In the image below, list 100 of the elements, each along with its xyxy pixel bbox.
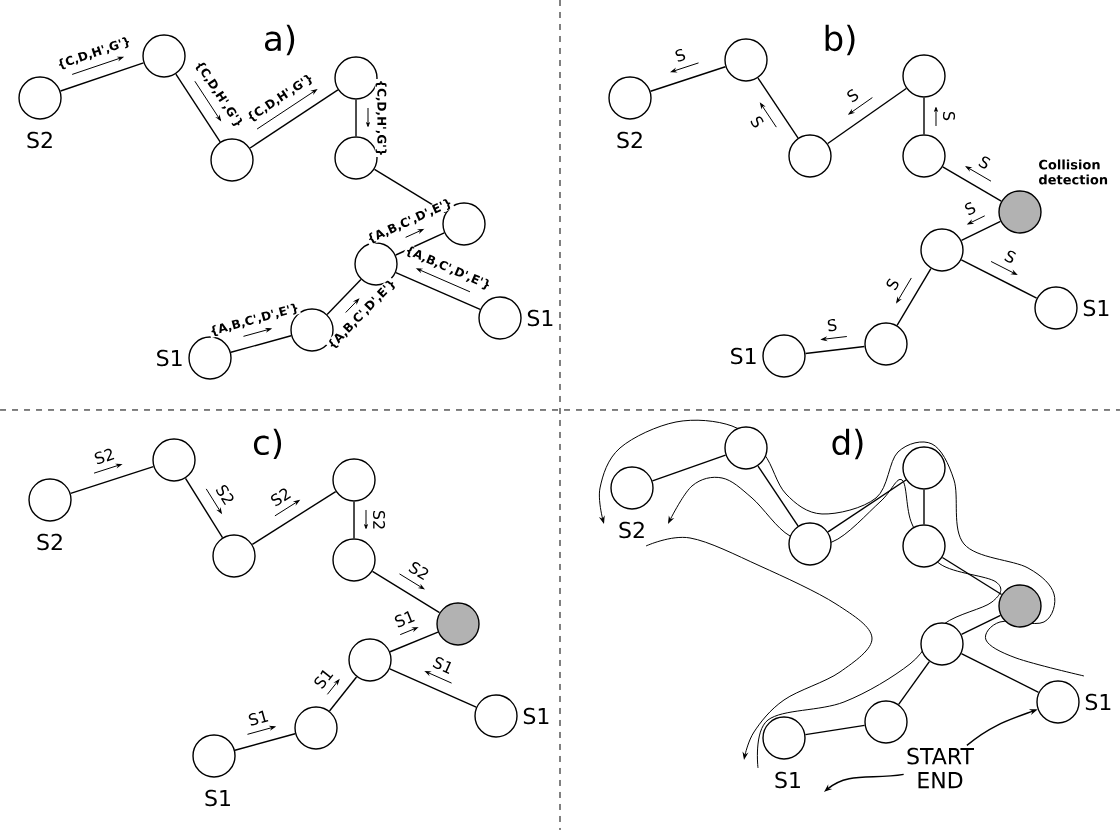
edge-label: S: [962, 200, 979, 217]
tree-node-circle: [902, 446, 946, 490]
edge-label: S: [976, 153, 993, 171]
connector-line: [804, 345, 866, 355]
connector-line: [923, 489, 925, 525]
tree-node-circle: [1034, 286, 1078, 330]
connector-line: [649, 66, 727, 92]
tree-node-circle: [212, 534, 256, 578]
connector-line: [69, 465, 155, 494]
tree-node-circle: [332, 458, 376, 502]
tree-node-circle: [1036, 680, 1080, 724]
node-label: S2: [617, 131, 642, 149]
edge-label: S2: [213, 482, 237, 508]
connector-line: [175, 73, 221, 143]
node-label: S1: [205, 789, 230, 807]
tree-node-circle: [28, 478, 72, 522]
connector-line: [371, 570, 441, 614]
tree-node-circle: [902, 134, 946, 178]
tree-node-circle: [142, 34, 186, 78]
node-label: S1: [775, 771, 800, 789]
panel-letter: c): [253, 428, 282, 460]
node-label: S1: [527, 309, 553, 327]
edge-label: S: [748, 113, 766, 131]
edge-label: S1: [311, 665, 336, 691]
tree-node-circle: [474, 694, 518, 738]
tree-node-circle: [724, 38, 768, 82]
connector-line: [328, 676, 358, 712]
tree-node-circle: [788, 522, 832, 566]
tree-node-circle: [762, 716, 806, 760]
connector-line: [757, 77, 799, 139]
tree-node-circle: [864, 700, 908, 744]
node-label: S1: [1085, 693, 1111, 711]
edge-label: S: [1002, 248, 1019, 266]
node-label: S2: [619, 521, 644, 539]
node-label: S1: [523, 707, 549, 725]
connector-line: [326, 278, 362, 316]
connector-line: [960, 614, 1002, 636]
tree-node-circle: [334, 56, 378, 100]
tree-node-circle: [188, 336, 232, 380]
tree-node-circle: [334, 136, 378, 180]
connector-line: [941, 556, 1003, 596]
connector-line: [373, 168, 447, 214]
connector-line: [960, 652, 1040, 693]
tree-node-circle: [920, 228, 964, 272]
connector-line: [395, 271, 481, 310]
connector-line: [804, 724, 866, 736]
connector-line: [234, 733, 296, 751]
connector-line: [960, 220, 1002, 242]
tree-node-circle: [294, 706, 338, 750]
tree-node-circle: [762, 334, 806, 378]
connector-line: [960, 259, 1038, 299]
connector-line: [59, 62, 145, 92]
connector-line: [942, 166, 1002, 202]
panel-letter: a): [265, 24, 295, 56]
tree-node-circle: [152, 438, 196, 482]
connector-line: [827, 479, 907, 533]
edge-label: S2: [372, 509, 386, 531]
connector-line: [249, 89, 339, 149]
connector-line: [651, 454, 727, 482]
edge-label: S1: [430, 654, 456, 676]
tree-node-circle: [332, 538, 376, 582]
edge-label: S2: [406, 559, 432, 582]
tree-node-circle: [610, 466, 654, 510]
node-text: START END: [907, 747, 974, 789]
connector-line: [389, 668, 477, 708]
tree-node-circle: [192, 734, 236, 778]
edge-label: S2: [268, 485, 294, 509]
connector-line: [389, 631, 439, 653]
node-label: S1: [731, 347, 756, 365]
connector-line: [757, 465, 799, 527]
tree-node-circle: [998, 584, 1042, 628]
connector-line: [184, 477, 224, 539]
panel-letter: b): [825, 24, 855, 56]
tree-node-circle: [608, 76, 652, 120]
tree-node-circle: [210, 138, 254, 182]
connector-line: [251, 490, 337, 546]
edge-label: S1: [246, 708, 271, 728]
connector-line: [923, 97, 925, 135]
connector-line: [827, 87, 907, 145]
connector-line: [896, 267, 932, 327]
node-label: S1: [157, 349, 182, 367]
tree-node-circle: [902, 524, 946, 568]
tree-node-circle: [788, 134, 832, 178]
tree-node-circle: [348, 638, 392, 682]
tree-node-circle: [998, 190, 1042, 234]
edge-label: S2: [92, 446, 117, 466]
tree-node-circle: [436, 602, 480, 646]
node-label: S2: [37, 533, 62, 551]
edge-label: S: [825, 317, 839, 333]
tree-node-circle: [920, 622, 964, 666]
node-label: S2: [27, 131, 52, 149]
edge-label: S: [672, 47, 688, 64]
panel-letter: d): [832, 428, 863, 460]
connector-line: [355, 99, 357, 137]
tree-node-circle: [724, 426, 768, 470]
connector-line: [230, 335, 292, 353]
arrow: [824, 773, 905, 792]
edge-label: S1: [392, 608, 418, 630]
tree-node-circle: [902, 54, 946, 98]
edge-label: S: [883, 275, 902, 293]
